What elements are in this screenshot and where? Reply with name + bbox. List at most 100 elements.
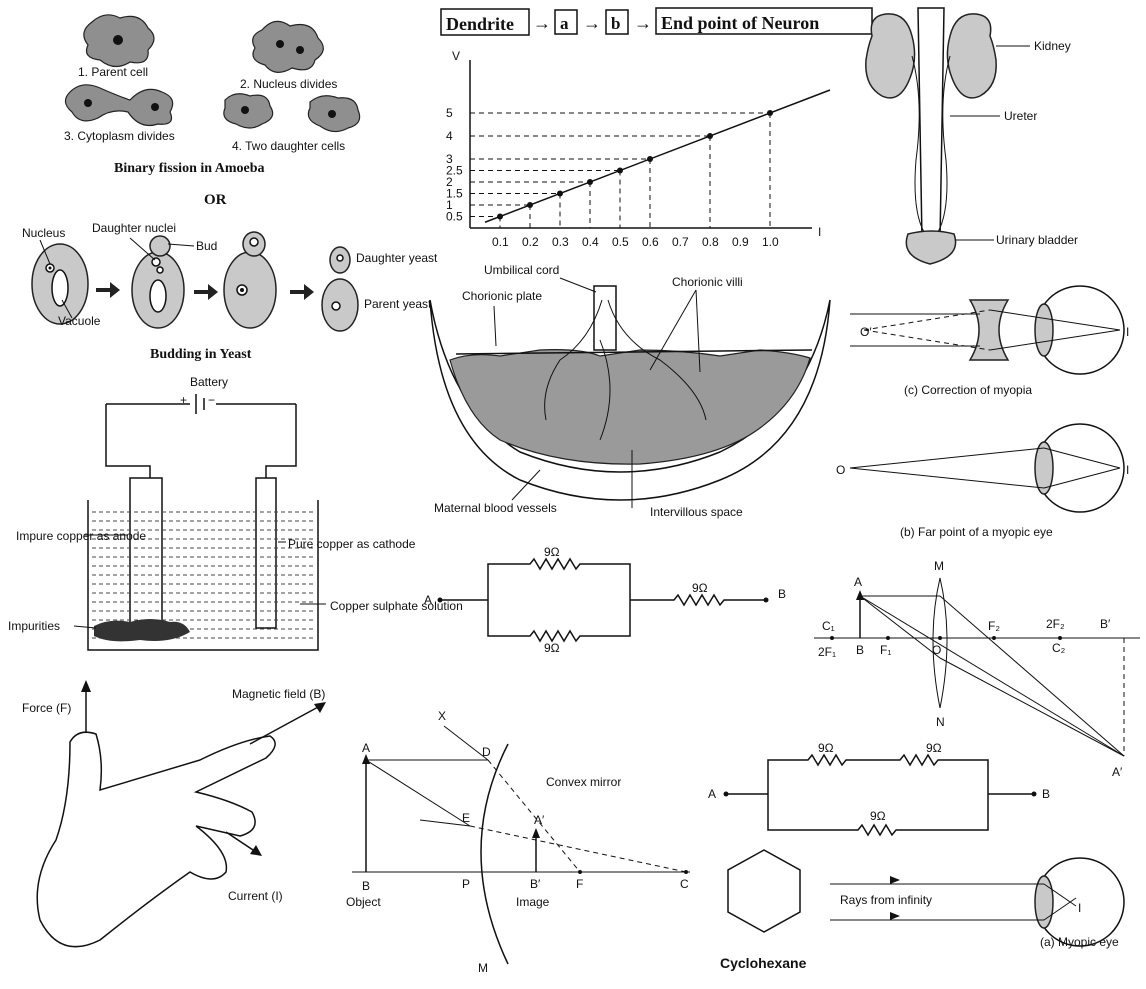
lens-Aprime: A′: [1112, 765, 1123, 779]
mirror-object: Object: [346, 895, 381, 909]
vi-xlabel: I: [818, 225, 821, 239]
vi-xtick: 0.1: [492, 235, 509, 249]
vi-xtick: 0.9: [732, 235, 749, 249]
vi-xtick: 0.8: [702, 235, 719, 249]
myopia-Oprime: O′: [860, 325, 872, 339]
mirror-C: C: [680, 877, 689, 891]
convex-lens-ray-diagram: A M C₁ 2F₁ B F₁ O F₂ 2F₂ C₂ B′ A′ N: [814, 559, 1140, 779]
bladder-label: Urinary bladder: [996, 233, 1078, 247]
vi-xtick: 0.5: [612, 235, 629, 249]
neuron-a: a: [560, 14, 569, 33]
amoeba-step4-label: 4. Two daughter cells: [232, 139, 345, 153]
amoeba-step2-label: 2. Nucleus divides: [240, 77, 337, 91]
mirror-Aprime: A′: [534, 813, 545, 827]
placenta-diagram: Umbilical cord Chorionic villi Chorionic…: [430, 263, 830, 519]
impure-label: Impure copper as anode: [16, 529, 146, 543]
vi-xtick: 0.7: [672, 235, 689, 249]
yeast-nucleus-label: Nucleus: [22, 226, 65, 240]
mirror-title: Convex mirror: [546, 775, 621, 789]
vi-xtick: 0.4: [582, 235, 599, 249]
fleming-left-hand: Force (F) Magnetic field (B) Current (I): [22, 680, 326, 947]
mirror-E: E: [462, 811, 470, 825]
lens-B: B: [856, 643, 864, 657]
cyclohexane-structure: Cyclohexane: [720, 850, 807, 971]
solution-label: Copper sulphate solution: [330, 599, 463, 613]
chorionic-villi-label: Chorionic villi: [672, 275, 743, 289]
myopic-eye-label: (a) Myopic eye: [1040, 935, 1119, 949]
circuit1-r3: 9Ω: [692, 581, 708, 595]
circuit2-r1: 9Ω: [818, 741, 834, 755]
lens-A: A: [854, 575, 862, 589]
vi-xtick: 0.2: [522, 235, 539, 249]
myopia-I-3: I: [1078, 901, 1081, 915]
circuit1-B: B: [778, 587, 786, 601]
vi-ytick: 3: [446, 152, 453, 166]
amoeba-step3-label: 3. Cytoplasm divides: [64, 129, 175, 143]
mirror-P: P: [462, 877, 470, 891]
circuit2-r3: 9Ω: [870, 809, 886, 823]
convex-mirror-ray-diagram: Convex mirror X D A E A′ B P B′ F C M Ob…: [346, 709, 690, 975]
amoeba-title: Binary fission in Amoeba: [114, 161, 265, 176]
vi-ylabel: V: [452, 49, 460, 63]
chorionic-plate-label: Chorionic plate: [462, 289, 542, 303]
vi-xtick: 0.6: [642, 235, 659, 249]
umbilical-label: Umbilical cord: [484, 263, 559, 277]
circuit-series-parallel: 9Ω 9Ω 9Ω A B: [708, 741, 1050, 835]
lens-M: M: [934, 559, 944, 573]
mirror-F: F: [576, 877, 583, 891]
yeast-vacuole-label: Vacuole: [58, 314, 101, 328]
farpoint-label: (b) Far point of a myopic eye: [900, 525, 1053, 539]
or-label: OR: [204, 192, 227, 208]
myopia-correction: O′ I (c) Correction of myopia: [850, 286, 1129, 397]
mirror-Bprime: B′: [530, 877, 541, 891]
neuron-flow: Dendrite → a → b → End point of Neuron: [441, 8, 872, 35]
lens-C2: C₂: [1052, 641, 1066, 655]
impurities-label: Impurities: [8, 619, 60, 633]
vi-xtick: 1.0: [762, 235, 779, 249]
circuit2-B: B: [1042, 787, 1050, 801]
circuit1-r2: 9Ω: [544, 641, 560, 655]
magnetic-label: Magnetic field (B): [232, 687, 325, 701]
svg-text:→: →: [533, 13, 551, 33]
battery-minus: −: [208, 393, 215, 407]
neuron-b: b: [611, 14, 620, 33]
farpoint-O: O: [836, 463, 845, 477]
amoeba-binary-fission: 1. Parent cell 2. Nucleus divides 3. Cyt…: [64, 15, 360, 208]
yeast-parent-label: Parent yeast: [364, 297, 432, 311]
svg-text:→: →: [634, 13, 652, 33]
lens-2F1: 2F₁: [818, 645, 836, 659]
circuit2-r2: 9Ω: [926, 741, 942, 755]
force-label: Force (F): [22, 701, 71, 715]
neuron-end: End point of Neuron: [661, 13, 819, 33]
pure-label: Pure copper as cathode: [288, 537, 416, 551]
vi-graph: V I 0.10.20.30.40.50.60.70.80.91.00.511.…: [446, 49, 830, 249]
lens-F1: F₁: [880, 643, 891, 657]
maternal-label: Maternal blood vessels: [434, 501, 557, 515]
battery-plus: +: [180, 393, 187, 407]
myopia-I-1: I: [1126, 325, 1129, 339]
lens-O: O: [932, 643, 941, 657]
vi-xtick: 0.3: [552, 235, 569, 249]
vi-ytick: 4: [446, 129, 453, 143]
circuit1-r1: 9Ω: [544, 545, 560, 559]
rays-label: Rays from infinity: [840, 893, 932, 907]
myopia-I-2: I: [1126, 463, 1129, 477]
amoeba-step1-label: 1. Parent cell: [78, 65, 148, 79]
cyclohexane-label: Cyclohexane: [720, 955, 807, 971]
svg-text:→: →: [583, 13, 601, 33]
yeast-title: Budding in Yeast: [150, 347, 252, 362]
lens-N: N: [936, 715, 945, 729]
myopia-correction-label: (c) Correction of myopia: [904, 383, 1032, 397]
mirror-M: M: [478, 961, 488, 975]
circuit-parallel-series: 9Ω 9Ω 9Ω A B: [424, 545, 786, 655]
ureter-label: Ureter: [1004, 109, 1037, 123]
mirror-image: Image: [516, 895, 550, 909]
yeast-budding: Nucleus Vacuole Daughter nuclei Bud Daug…: [22, 221, 438, 362]
mirror-A: A: [362, 741, 370, 755]
intervillous-label: Intervillous space: [650, 505, 743, 519]
yeast-daughter-label: Daughter yeast: [356, 251, 438, 265]
mirror-B: B: [362, 879, 370, 893]
yeast-bud-label: Bud: [196, 239, 217, 253]
